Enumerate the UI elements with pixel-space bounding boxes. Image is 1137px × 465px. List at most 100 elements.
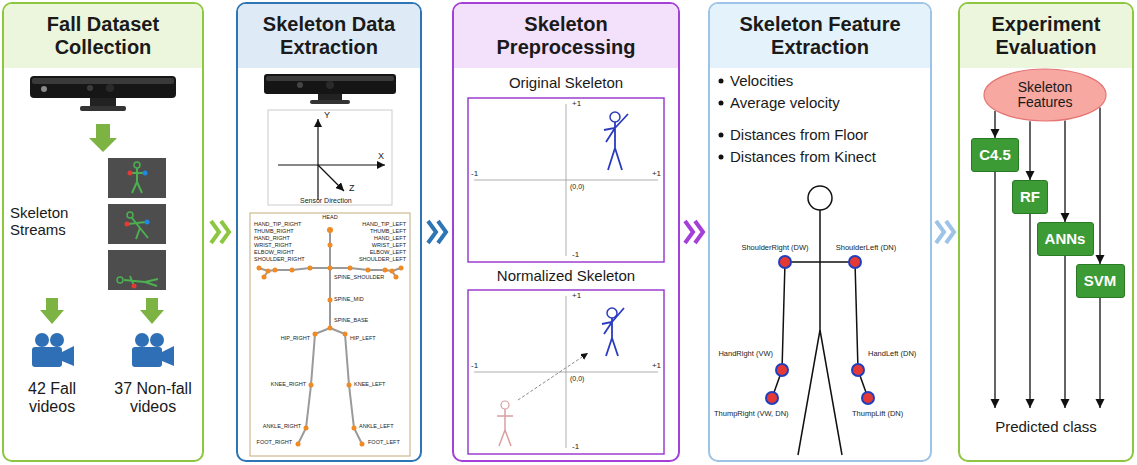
panel-text: Distances from Kinect — [730, 148, 926, 165]
stick-figure — [772, 210, 868, 455]
classifier-box: SVM — [1076, 264, 1125, 298]
classifier-box: RF — [1012, 180, 1048, 214]
flow-arrow — [1099, 107, 1100, 264]
skeleton-thumbnail — [117, 277, 123, 283]
panel-title: Skeleton Preprocessing — [454, 13, 678, 59]
skeleton-thumbnail — [125, 222, 130, 227]
plot-tick-label: -1 — [572, 251, 579, 259]
panel-text: Normalized Skeleton — [468, 267, 664, 284]
classifier-label: RF — [1020, 189, 1040, 206]
stick-figure — [766, 392, 778, 404]
video-camera-icon — [135, 333, 149, 347]
skeleton-plot — [474, 296, 658, 448]
kinect-skeleton — [360, 442, 365, 447]
joint-label: SHOULDER_LEFT — [359, 257, 406, 263]
coordinate-axes — [268, 110, 392, 205]
panel-title: Experiment Evaluation — [960, 13, 1132, 59]
video-camera-icon — [132, 347, 162, 367]
stick-figure — [766, 186, 874, 455]
kinect-skeleton — [309, 383, 314, 388]
flow-arrow — [140, 298, 164, 324]
kinect-sensor — [264, 74, 396, 94]
panel-header: Skeleton Preprocessing — [454, 4, 678, 68]
bullet-dot — [719, 79, 724, 84]
joint-label: HEAD — [322, 215, 337, 221]
joint-label: ELBOW_LEFT — [370, 250, 406, 256]
stage-panel: Skeleton PreprocessingOriginal SkeletonN… — [452, 2, 680, 462]
joint-label: HAND_RIGHT — [254, 236, 290, 242]
stick-figure — [779, 256, 791, 268]
stage-chevron — [428, 221, 446, 243]
panel-title: Fall Dataset Collection — [4, 13, 202, 59]
joint-label: HAND_TIP_LEFT — [362, 222, 406, 228]
video-camera-icon — [32, 347, 62, 367]
output-arrow — [1099, 281, 1100, 408]
skeleton-thumbnail — [124, 276, 158, 286]
feature-joint-label: ShoulderRight (DW) — [741, 244, 808, 252]
kinect-skeleton — [262, 275, 267, 280]
skeleton-thumbnail — [108, 158, 166, 198]
plot-tick-label: +1 — [652, 362, 661, 370]
bullet-dot — [719, 155, 724, 160]
skeleton-thumbnail — [108, 204, 166, 244]
bullet-dot — [719, 79, 724, 160]
kinect-skeleton — [347, 383, 352, 388]
vitruvian-frame — [250, 213, 410, 456]
coordinate-axes — [317, 119, 318, 200]
plot-tick-label: -1 — [471, 362, 478, 370]
video-camera-icon — [150, 333, 164, 347]
bullet-dot — [719, 101, 724, 106]
kinect-skeleton — [348, 266, 353, 271]
bullet-dot — [719, 133, 724, 138]
classifier-box: C4.5 — [971, 138, 1019, 172]
joint-label: FOOT_LEFT — [368, 440, 400, 446]
kinect-skeleton — [328, 326, 333, 331]
flow-arrow — [40, 298, 64, 324]
joint-label: HIP_RIGHT — [281, 336, 310, 342]
kinect-skeleton — [308, 266, 313, 271]
plot-skeleton — [602, 308, 624, 356]
output-arrow — [994, 155, 995, 408]
panel-text: Skeleton Streams — [10, 204, 102, 239]
stick-figure — [862, 392, 874, 404]
kinect-sensor — [318, 94, 342, 100]
plot-tick-label: (0,0) — [570, 375, 584, 382]
flow-arrow — [1029, 121, 1030, 180]
stage-panel: Experiment EvaluationPredicted classSkel… — [958, 2, 1134, 462]
kinect-sensor — [80, 106, 126, 111]
panel-text: 37 Non-fall videos — [106, 380, 200, 417]
kinect-skeleton — [328, 243, 333, 248]
plot-tick-label: +1 — [652, 170, 661, 178]
stick-figure — [808, 186, 832, 210]
video-camera-icon — [62, 346, 74, 366]
panel-header: Experiment Evaluation — [960, 4, 1132, 68]
plot-skeleton — [604, 114, 628, 170]
kinect-skeleton — [304, 426, 309, 431]
kinect-sensor — [106, 84, 114, 92]
feature-joint-label: ShoulderLeft (DN) — [836, 244, 896, 252]
stage-chevron — [685, 221, 703, 243]
plot-tick-label: +1 — [572, 100, 581, 108]
kinect-skeleton — [313, 332, 318, 337]
feature-joint-label: HandLeft (DN) — [868, 350, 916, 358]
kinect-skeleton — [328, 266, 333, 271]
stage-panel: Skeleton Data Extraction — [236, 2, 422, 462]
panel-text: 42 Fall videos — [6, 380, 98, 417]
kinect-sensor — [326, 81, 334, 89]
kinect-sensor — [30, 76, 176, 111]
feature-joint-label: HandRight (VW) — [718, 350, 773, 358]
coordinate-axes — [268, 110, 392, 205]
kinect-sensor — [30, 76, 176, 98]
skeleton-thumbnail — [134, 162, 140, 168]
joint-label: KNEE_LEFT — [354, 382, 385, 388]
axis-label: Y — [324, 111, 330, 120]
classifier-box: ANNs — [1037, 222, 1094, 256]
panel-text: Distances from Floor — [730, 126, 926, 143]
plot-tick-label: +1 — [572, 292, 581, 300]
joint-label: ANKLE_LEFT — [359, 424, 394, 430]
output-arrow — [1029, 197, 1030, 408]
kinect-skeleton — [352, 426, 357, 431]
joint-label: ELBOW_RIGHT — [254, 250, 294, 256]
plot-skeleton — [518, 353, 588, 400]
video-camera-icon — [162, 346, 174, 366]
